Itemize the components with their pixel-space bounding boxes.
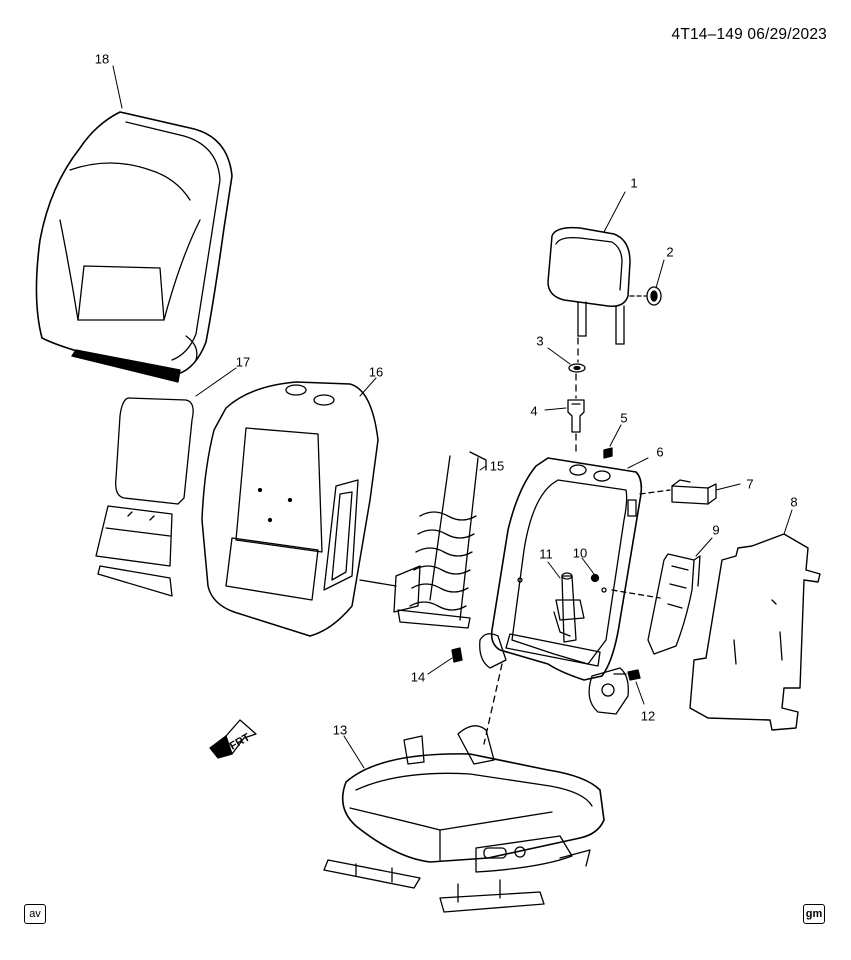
diagram-code-date: 4T14–149 06/29/2023 bbox=[671, 26, 827, 43]
nut-5 bbox=[604, 448, 612, 458]
callout-17: 17 bbox=[235, 354, 251, 370]
guide-sleeve-4 bbox=[568, 400, 584, 432]
callout-3: 3 bbox=[536, 333, 544, 349]
bolt-14 bbox=[452, 648, 462, 662]
callout-7: 7 bbox=[746, 476, 754, 492]
callout-2: 2 bbox=[666, 244, 674, 260]
seat-back-pad-17 bbox=[96, 398, 193, 596]
callout-1: 1 bbox=[630, 175, 638, 191]
gm-logo-badge: gm bbox=[803, 904, 825, 924]
callout-11: 11 bbox=[539, 546, 553, 562]
front-direction-arrow-icon bbox=[210, 720, 256, 758]
fastener-10 bbox=[592, 575, 599, 582]
callout-12: 12 bbox=[640, 708, 656, 724]
callout-4: 4 bbox=[530, 403, 538, 419]
callout-16: 16 bbox=[368, 364, 384, 380]
callout-14: 14 bbox=[410, 669, 426, 685]
leader-lines bbox=[113, 66, 792, 768]
callout-18: 18 bbox=[94, 51, 110, 67]
seat-back-frame-6 bbox=[480, 458, 642, 714]
module-7 bbox=[640, 480, 716, 504]
callout-6: 6 bbox=[656, 444, 664, 460]
callout-15: 15 bbox=[489, 458, 505, 474]
side-trim-9 bbox=[612, 554, 700, 654]
callout-5: 5 bbox=[620, 410, 628, 426]
callout-13: 13 bbox=[332, 722, 348, 738]
headrest-1 bbox=[548, 228, 630, 344]
callout-9: 9 bbox=[712, 522, 720, 538]
callout-8: 8 bbox=[790, 494, 798, 510]
seat-back-panel-16 bbox=[202, 382, 378, 636]
guide-ring-3 bbox=[569, 364, 585, 372]
lumbar-support-15 bbox=[360, 452, 486, 628]
back-panel-8 bbox=[690, 534, 820, 730]
av-badge: av bbox=[24, 904, 46, 924]
assembly-lines bbox=[484, 338, 578, 744]
bolt-12 bbox=[614, 670, 640, 680]
bezel-2 bbox=[630, 287, 661, 305]
seat-back-cover-18 bbox=[36, 112, 232, 382]
callout-10: 10 bbox=[572, 545, 588, 561]
recliner-motor-11 bbox=[554, 573, 584, 642]
seat-cushion-13 bbox=[324, 726, 604, 912]
